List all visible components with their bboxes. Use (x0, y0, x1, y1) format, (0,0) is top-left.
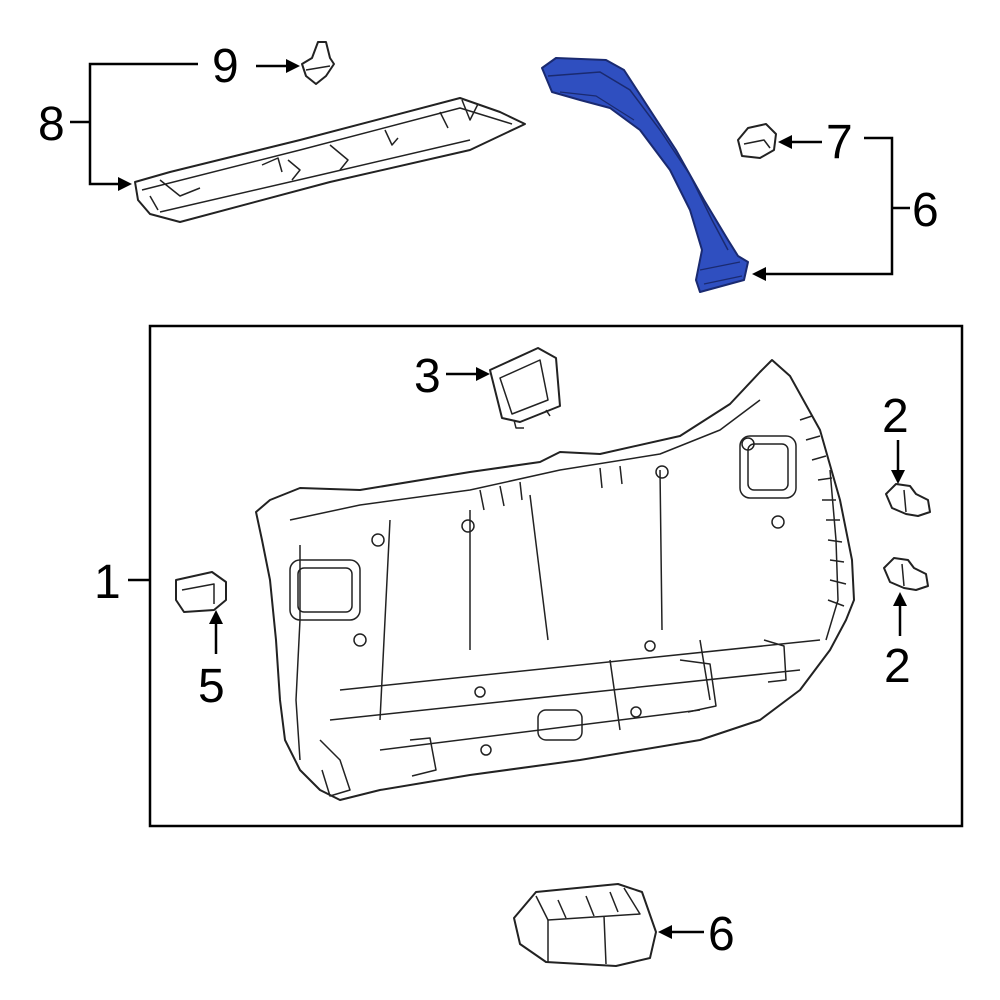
callout-8-label: 8 (38, 98, 65, 151)
panel-frame (148, 324, 964, 828)
side-trim-part-highlighted (541, 57, 749, 293)
callout-2a-label: 2 (882, 390, 909, 443)
back-door-trim-panel-part (255, 359, 855, 801)
callout-1-label: 1 (94, 556, 121, 609)
callout-9-label: 9 (212, 40, 239, 93)
callout-2b-label: 2 (884, 640, 911, 693)
callout-3-label: 3 (414, 350, 441, 403)
callout-6-label: 6 (912, 184, 939, 237)
cover-3-part (489, 347, 561, 429)
clip-2a-part (885, 483, 931, 517)
callout-4-label: 5 (198, 660, 225, 713)
pull-handle-5-part (513, 883, 657, 967)
upper-trim-part (134, 97, 526, 223)
callout-5-label: 6 (708, 908, 735, 961)
callout-7-label: 7 (826, 116, 853, 169)
clip-7-part (737, 123, 777, 159)
clip-9-part (301, 41, 335, 85)
clip-2b-part (883, 557, 929, 591)
clip-4-part (175, 571, 227, 613)
